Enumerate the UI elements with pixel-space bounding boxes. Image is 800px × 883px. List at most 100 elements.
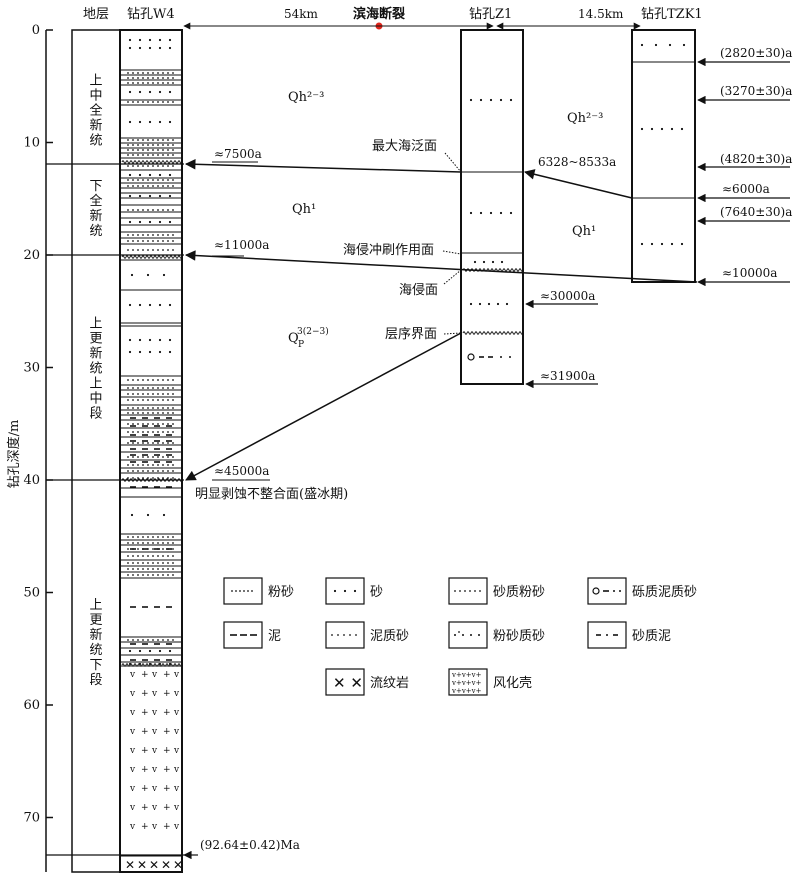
legend-item-rhyolite: ✕ ✕ 流纹岩 xyxy=(325,668,409,696)
y-tick-label: 50 xyxy=(23,586,40,601)
fault-label: 滨海断裂 xyxy=(353,6,406,22)
weathering-symbol: + xyxy=(163,822,171,832)
weathering-symbol: v xyxy=(173,746,180,756)
z1-column xyxy=(460,29,524,385)
strata-char: 统 xyxy=(89,643,102,658)
age-w4-7500: ≈7500a xyxy=(214,147,262,161)
rhyolite-symbol: ✕ xyxy=(137,858,147,872)
rhyolite-symbol: ✕ xyxy=(161,858,171,872)
weathering-symbol: v xyxy=(151,784,158,794)
w4-column xyxy=(119,29,183,873)
z1-header: 钻孔Z1 xyxy=(469,7,512,22)
y-tick-label: 60 xyxy=(23,698,40,713)
weathering-symbol: v xyxy=(173,803,180,813)
y-tick-label: 30 xyxy=(23,361,40,376)
weathering-symbol: v xyxy=(173,765,180,775)
strata-char: 段 xyxy=(89,407,102,422)
strata-char: 下 xyxy=(89,179,102,194)
rhyolite-symbol: ✕ xyxy=(149,858,159,872)
legend-label: 砂质泥 xyxy=(632,629,671,644)
weathering-symbol: + xyxy=(163,765,171,775)
legend-label: 砂质粉砂 xyxy=(493,585,545,600)
weathering-symbol: v xyxy=(173,727,180,737)
legend-item-muddy-sand: 泥质砂 xyxy=(325,621,409,649)
transgressive-leader xyxy=(443,269,462,285)
rhyolite-swatch: ✕ ✕ xyxy=(333,674,363,692)
strata-char: 段 xyxy=(89,673,102,688)
weathering-symbol: v xyxy=(151,670,158,680)
weathering-symbol: v xyxy=(151,727,158,737)
legend-item-sand: 砂 xyxy=(325,577,383,605)
weathering-symbol: v xyxy=(129,708,136,718)
distance-z1-tzk1: 14.5km xyxy=(578,7,624,21)
strata-char: 新 xyxy=(89,346,102,362)
unit-qp-sup: 3(2−3) xyxy=(297,326,329,337)
weathering-symbol: + xyxy=(163,708,171,718)
strata-char: 下 xyxy=(89,658,102,673)
weathering-symbol: + xyxy=(141,708,149,718)
age-z1-30000: ≈30000a xyxy=(540,289,595,303)
strata-char: 新 xyxy=(89,208,102,224)
weathering-symbol: + xyxy=(141,803,149,813)
max-flood-leader xyxy=(444,152,462,173)
unit-qp-sub: P xyxy=(298,340,304,350)
weathering-symbol: v xyxy=(151,746,158,756)
weathering-symbol: v xyxy=(173,708,180,718)
strata-char: 新 xyxy=(89,627,102,643)
strata-column xyxy=(71,29,121,873)
weathering-symbol: v xyxy=(129,689,136,699)
distance-w4-z1: 54km xyxy=(284,7,319,21)
legend-label: 砾质泥质砂 xyxy=(632,585,697,600)
weathering-symbol: v xyxy=(129,803,136,813)
weathering-symbol: + xyxy=(141,765,149,775)
strata-char: 统 xyxy=(89,224,102,239)
weathering-symbol: v xyxy=(151,708,158,718)
ravinement-leader xyxy=(442,250,462,255)
age-w4-base: (92.64±0.42)Ma xyxy=(200,838,300,852)
y-tick-label: 40 xyxy=(23,473,40,488)
weathering-symbol: + xyxy=(163,670,171,680)
age-tzk-6000: ≈6000a xyxy=(722,182,770,196)
depth-axis-label: 钻孔深度/m xyxy=(6,420,22,489)
y-tick-label: 10 xyxy=(23,136,40,151)
legend-item-silt: 粉砂 xyxy=(223,577,294,605)
legend-label: 泥质砂 xyxy=(370,629,409,644)
correlation-z1-tzk1-6000 xyxy=(523,169,633,199)
legend-label: 粉砂 xyxy=(268,585,294,600)
max-flood-label: 最大海泛面 xyxy=(372,139,437,154)
strata-char: 上 xyxy=(89,74,102,89)
strata-char: 新 xyxy=(89,118,102,134)
ravinement-label: 海侵冲刷作用面 xyxy=(343,242,434,258)
unconformity-label: 明显剥蚀不整合面(盛冰期) xyxy=(195,487,348,502)
sequence-label: 层序界面 xyxy=(385,327,437,342)
tzk1-header: 钻孔TZK1 xyxy=(641,7,703,22)
legend-label: 流纹岩 xyxy=(370,676,409,691)
weathering-symbol: + xyxy=(141,822,149,832)
strata-header: 地层 xyxy=(83,7,109,22)
correlation-max-flood xyxy=(184,159,462,173)
weathering-symbol: v xyxy=(151,822,158,832)
weathering-symbol: + xyxy=(163,727,171,737)
weathering-symbol: v xyxy=(129,784,136,794)
strata-char: 统 xyxy=(89,134,102,149)
strata-char: 统 xyxy=(89,362,102,377)
y-tick-label: 20 xyxy=(23,248,40,263)
age-tzk-7640: (7640±30)a xyxy=(720,205,792,219)
unit-qh23-a: Qh²⁻³ xyxy=(288,90,324,105)
weathering-swatch: v+v+v+ xyxy=(451,671,482,679)
unit-qp: Q 3(2−3) P xyxy=(288,326,329,350)
weathering-swatch: v+v+v+ xyxy=(451,679,482,687)
weathering-symbol: v xyxy=(151,689,158,699)
age-tzk-2820: (2820±30)a xyxy=(720,46,792,60)
legend-label: 粉砂质砂 xyxy=(493,629,545,644)
age-w4-45000: ≈45000a xyxy=(214,464,269,478)
strata-char: 中 xyxy=(89,89,102,104)
weathering-symbol: v xyxy=(129,670,136,680)
strata-char: 更 xyxy=(89,613,102,628)
legend-item-sandy-mud: 砂质泥 xyxy=(587,621,671,649)
unit-qh1-b: Qh¹ xyxy=(572,224,596,239)
weathering-symbol: v xyxy=(151,803,158,813)
